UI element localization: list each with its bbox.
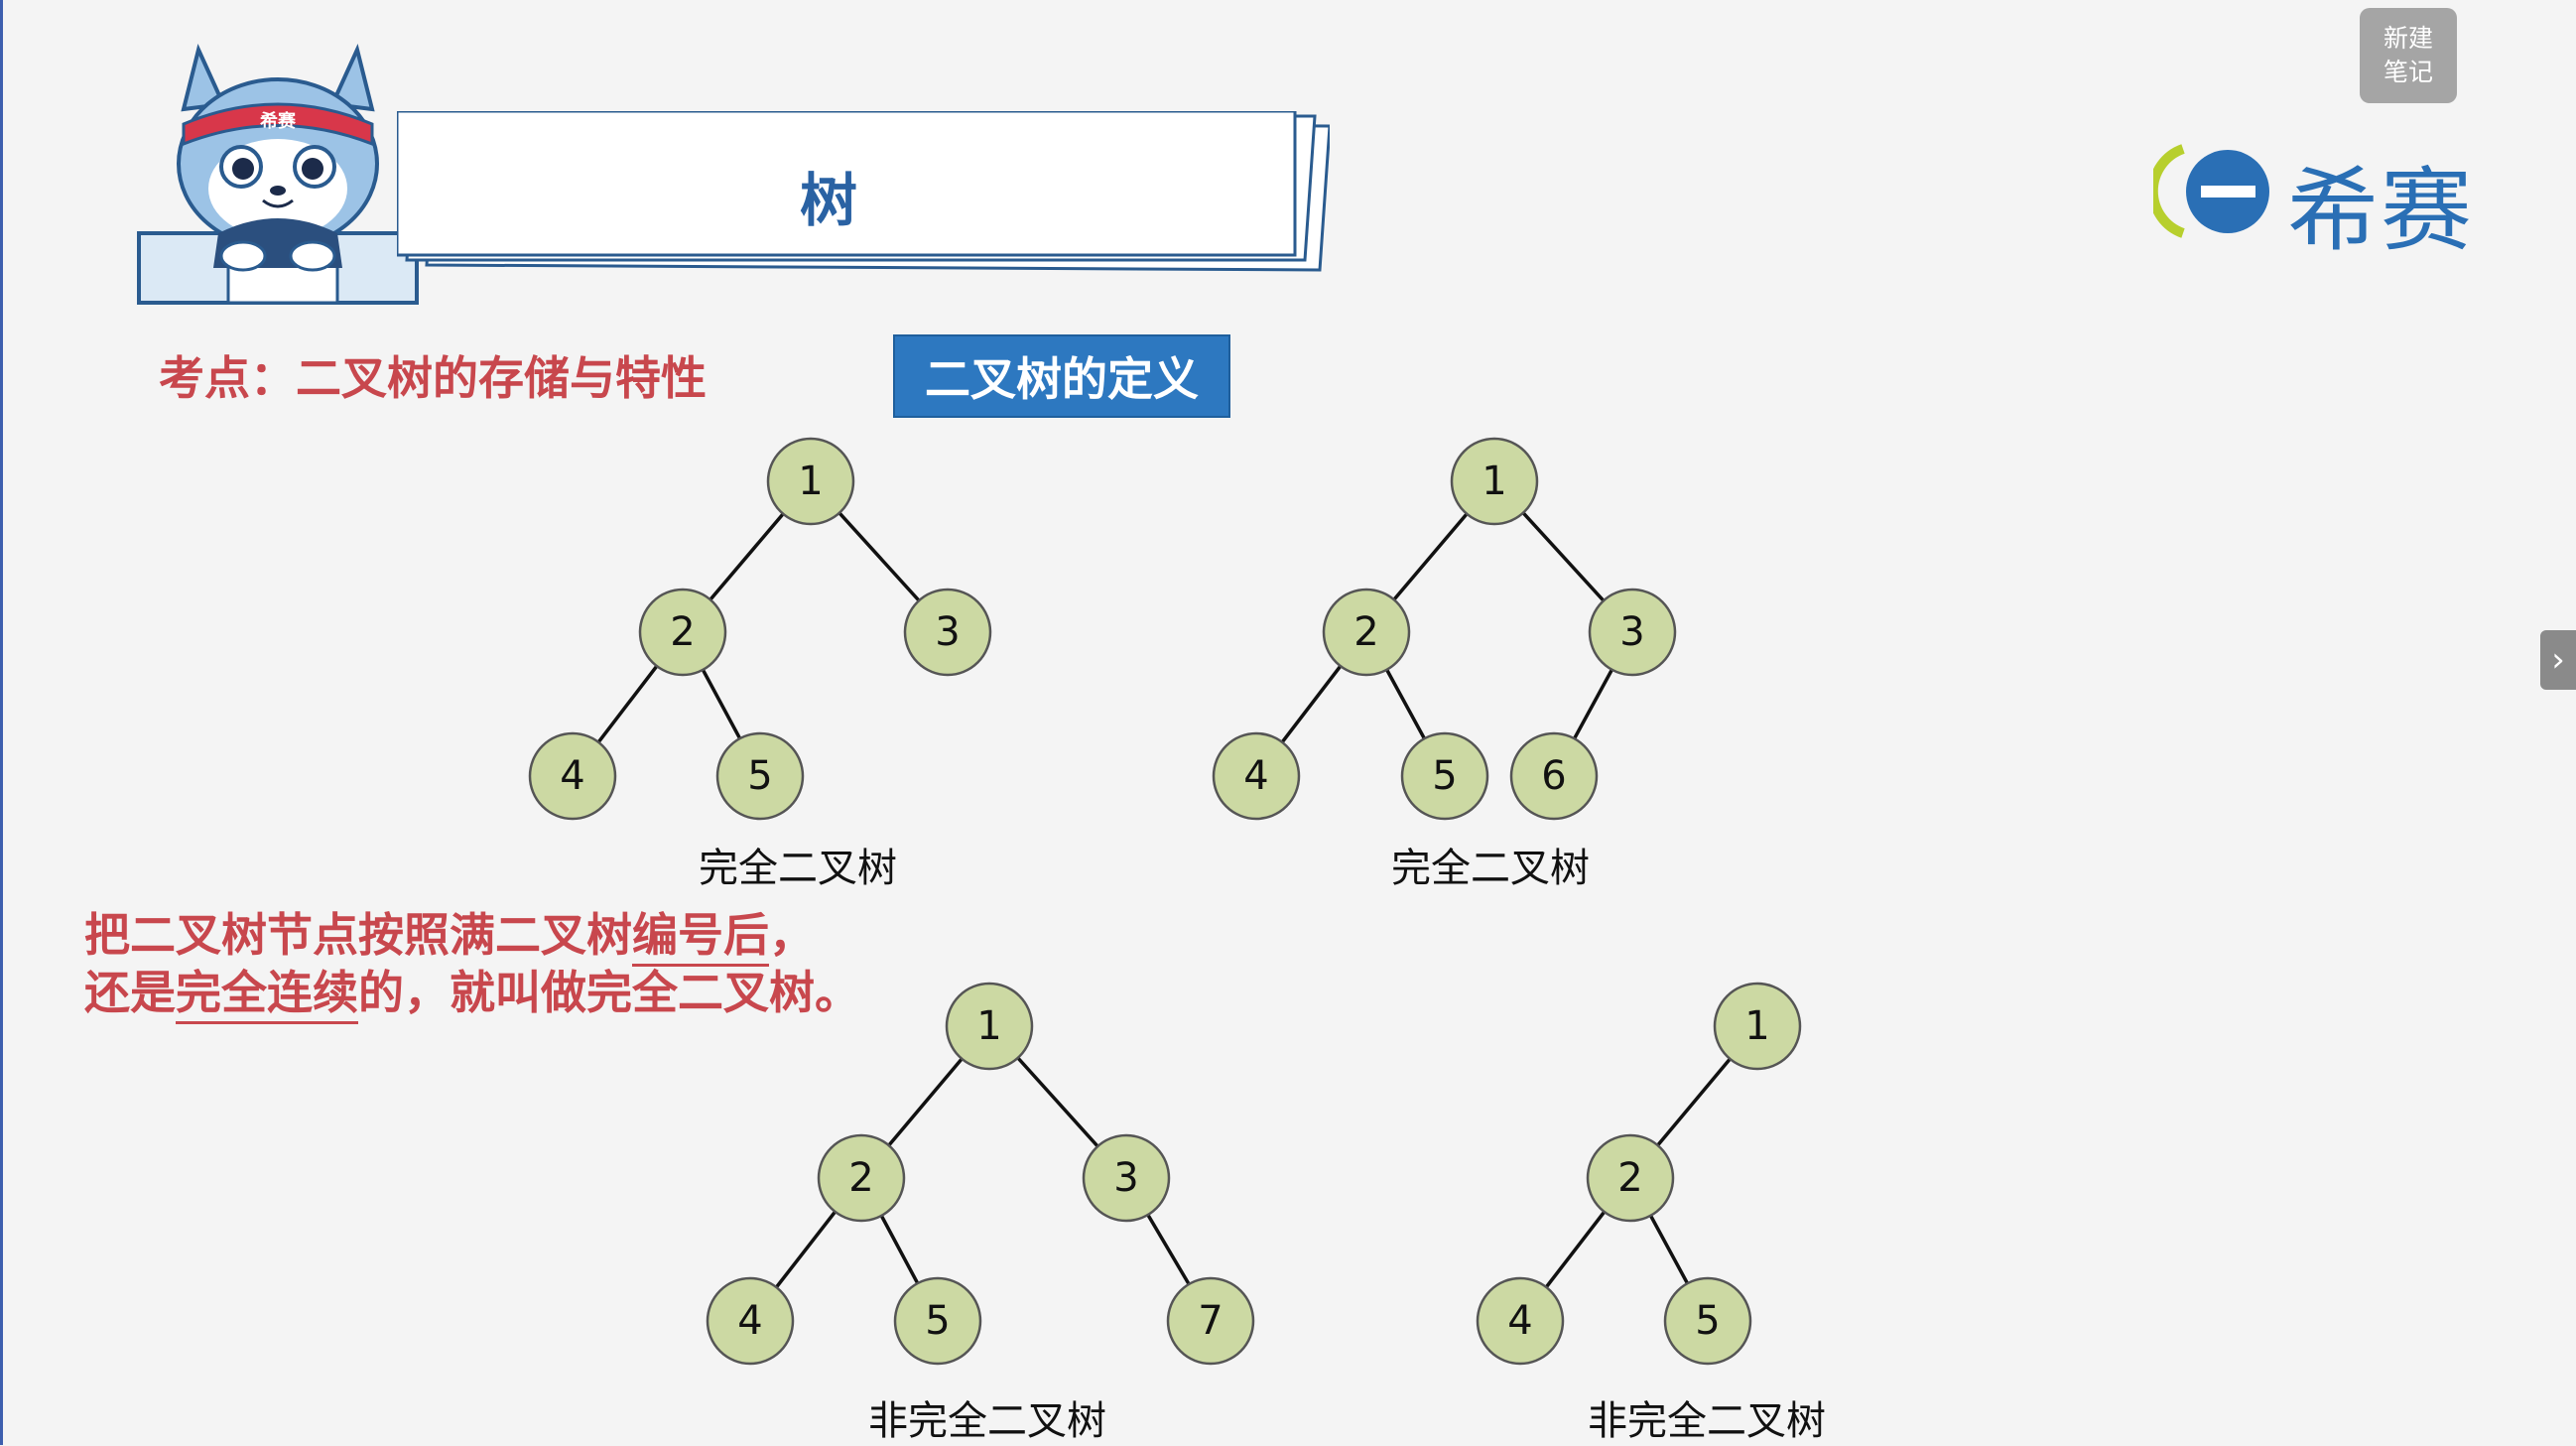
- tree-node: 2: [638, 588, 727, 677]
- tree-node: 3: [903, 588, 992, 677]
- tree-caption: 非完全二叉树: [1588, 1398, 1826, 1444]
- exam-topic-text: 考点：二叉树的存储与特性: [159, 351, 707, 405]
- tree-node: 1: [766, 437, 855, 526]
- svg-text:7: 7: [1198, 1298, 1223, 1344]
- note-underlined-text: 编号后: [632, 908, 769, 967]
- svg-text:4: 4: [560, 753, 584, 799]
- title-banner: [397, 111, 1330, 272]
- tree-diagram-3: 1 2 3 4 5 7: [706, 982, 1255, 1366]
- tree-node: 6: [1509, 731, 1599, 821]
- note-text: 的，就叫做完全二叉树。: [358, 966, 860, 1019]
- tree-node: 1: [945, 982, 1034, 1071]
- mascot-cat-illustration: 希赛: [137, 43, 419, 305]
- tree-node: 4: [528, 731, 617, 821]
- svg-text:1: 1: [1481, 459, 1506, 504]
- definition-note: 把二叉树节点按照满二叉树编号后， 还是完全连续的，就叫做完全二叉树。: [84, 906, 860, 1024]
- tree-node: 2: [1322, 588, 1411, 677]
- note-underlined-text: 完全连续: [176, 966, 358, 1024]
- side-panel-toggle[interactable]: ›: [2540, 630, 2576, 690]
- svg-text:1: 1: [976, 1003, 1001, 1049]
- xisai-logo-icon: [2153, 144, 2269, 238]
- tree-node: 4: [1212, 731, 1301, 821]
- tree-node: 3: [1588, 588, 1677, 677]
- svg-text:2: 2: [1617, 1155, 1642, 1201]
- svg-text:4: 4: [1243, 753, 1268, 799]
- tree-caption: 完全二叉树: [699, 846, 897, 891]
- tree-node: 1: [1713, 982, 1802, 1071]
- tree-diagram-2: 1 2 3 4 5 6: [1212, 437, 1677, 821]
- tree-node: 5: [715, 731, 805, 821]
- note-text: ，: [769, 908, 815, 962]
- note-text: 还是: [84, 966, 176, 1019]
- svg-text:5: 5: [1695, 1298, 1720, 1344]
- svg-text:2: 2: [670, 609, 695, 655]
- tree-diagram-4: 1 2 4 5: [1476, 982, 1802, 1366]
- svg-text:1: 1: [1744, 1003, 1769, 1049]
- svg-text:2: 2: [1353, 609, 1378, 655]
- window-left-border: [0, 0, 3, 1445]
- note-text: 把二叉树节点按照满二叉树: [84, 908, 632, 962]
- tree-caption: 非完全二叉树: [868, 1398, 1106, 1444]
- tree-node: 4: [706, 1276, 795, 1366]
- tree-node: 5: [1663, 1276, 1752, 1366]
- brand-logo-text: 希赛: [2287, 158, 2475, 264]
- tree-node: 2: [817, 1133, 906, 1223]
- svg-text:5: 5: [747, 753, 772, 799]
- new-note-button[interactable]: 新建 笔记: [2360, 8, 2457, 103]
- tree-node: 7: [1166, 1276, 1255, 1366]
- page-title: 树: [799, 167, 857, 234]
- tree-node: 2: [1586, 1133, 1675, 1223]
- svg-text:3: 3: [1113, 1155, 1138, 1201]
- svg-text:4: 4: [1507, 1298, 1532, 1344]
- tree-caption: 完全二叉树: [1391, 846, 1590, 891]
- svg-text:6: 6: [1541, 753, 1566, 799]
- svg-text:1: 1: [798, 459, 823, 504]
- svg-text:3: 3: [935, 609, 960, 655]
- svg-text:4: 4: [737, 1298, 762, 1344]
- tree-node: 5: [893, 1276, 982, 1366]
- tree-node: 4: [1476, 1276, 1565, 1366]
- tree-node: 3: [1082, 1133, 1171, 1223]
- definition-label: 二叉树的定义: [893, 334, 1230, 418]
- svg-text:3: 3: [1619, 609, 1644, 655]
- chevron-right-icon: ›: [2551, 640, 2565, 680]
- mascot-headband-text: 希赛: [260, 110, 297, 132]
- new-note-label-line1: 新建: [2383, 24, 2433, 53]
- tree-diagram-1: 1 2 3 4 5: [528, 437, 992, 821]
- svg-text:2: 2: [848, 1155, 873, 1201]
- svg-text:5: 5: [925, 1298, 950, 1344]
- new-note-label-line2: 笔记: [2383, 58, 2433, 86]
- tree-node: 5: [1400, 731, 1489, 821]
- tree-node: 1: [1450, 437, 1539, 526]
- svg-text:5: 5: [1432, 753, 1457, 799]
